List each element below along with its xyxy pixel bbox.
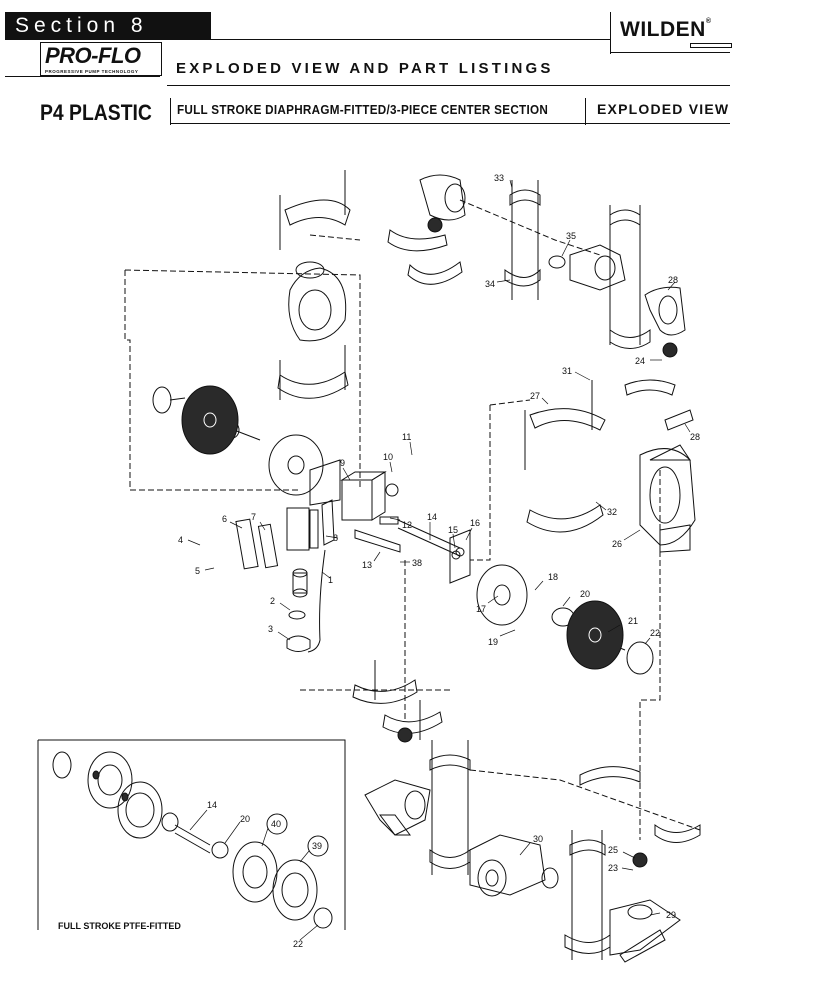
callout-1: 1 [328,575,333,585]
logo-rule [5,76,160,77]
wilden-logo-text: WILDEN [620,18,706,41]
model-title: P4 PLASTIC [40,100,152,125]
callout-13: 13 [362,560,372,570]
brand-rule [610,52,730,53]
callout-27: 27 [530,391,540,401]
inset-callout-39: 39 [312,841,322,851]
heading-rule [167,85,730,86]
callout-16: 16 [470,518,480,528]
callout-20: 20 [580,589,590,599]
callout-19: 19 [488,637,498,647]
callout-25: 25 [608,845,618,855]
inset-caption: FULL STROKE PTFE-FITTED [58,921,181,931]
callout-11: 11 [402,432,411,442]
callout-23: 23 [608,863,618,873]
callout-18: 18 [548,572,558,582]
callout-32: 31 [562,366,572,376]
inset-callout-22: 22 [293,939,303,949]
callout-5: 5 [195,566,200,576]
callout-4: 4 [178,535,183,545]
callout-2: 2 [270,596,275,606]
subtitle-divider [170,98,171,125]
inset-callout-20: 20 [240,814,250,824]
proflo-logo: PRO-FLO PROGRESSIVE PUMP TECHNOLOGY [40,42,162,76]
callout-14: 14 [427,512,437,522]
view-label: EXPLODED VIEW [597,101,730,117]
callout-15: 15 [448,525,458,535]
callout-31: 30 [533,834,543,844]
callout-3: 3 [268,624,273,634]
callout-22: 22 [650,628,660,638]
proflo-tagline: PROGRESSIVE PUMP TECHNOLOGY [45,69,139,74]
callout-21: 21 [628,616,638,626]
callout-36: 35 [566,231,576,241]
callout-9: 9 [340,458,345,468]
callout-17: 17 [476,604,486,614]
callout-26: 26 [612,539,622,549]
wilden-logo-bar [690,43,732,48]
subtitle-rule [170,123,730,124]
callout-35: 34 [485,279,495,289]
callout-10: 10 [383,452,393,462]
callout-12: 12 [402,520,412,530]
callout-34: 33 [494,173,504,183]
callout-29: 28 [668,275,678,285]
configuration-subtitle: FULL STROKE DIAPHRAGM-FITTED/3-PIECE CEN… [177,102,549,117]
callout-38: 38 [412,558,422,568]
callout-28: 28 [690,432,700,442]
page-heading: EXPLODED VIEW AND PART LISTINGS [176,60,554,77]
callout-30: 29 [666,910,676,920]
callout-33: 32 [607,507,617,517]
proflo-logo-text: PRO-FLO [45,43,141,68]
brand-divider [610,12,611,54]
callout-6: 6 [222,514,227,524]
inset-callout-40: 40 [271,819,281,829]
callout-7: 7 [251,512,256,522]
wilden-logo: WILDEN® [620,18,712,41]
callout-24: 24 [635,356,645,366]
callout-8: 8 [333,533,338,543]
inset-callout-14: 14 [207,800,217,810]
section-tab: Section 8 [5,12,211,40]
header-rule [5,39,610,40]
view-divider [585,98,586,125]
